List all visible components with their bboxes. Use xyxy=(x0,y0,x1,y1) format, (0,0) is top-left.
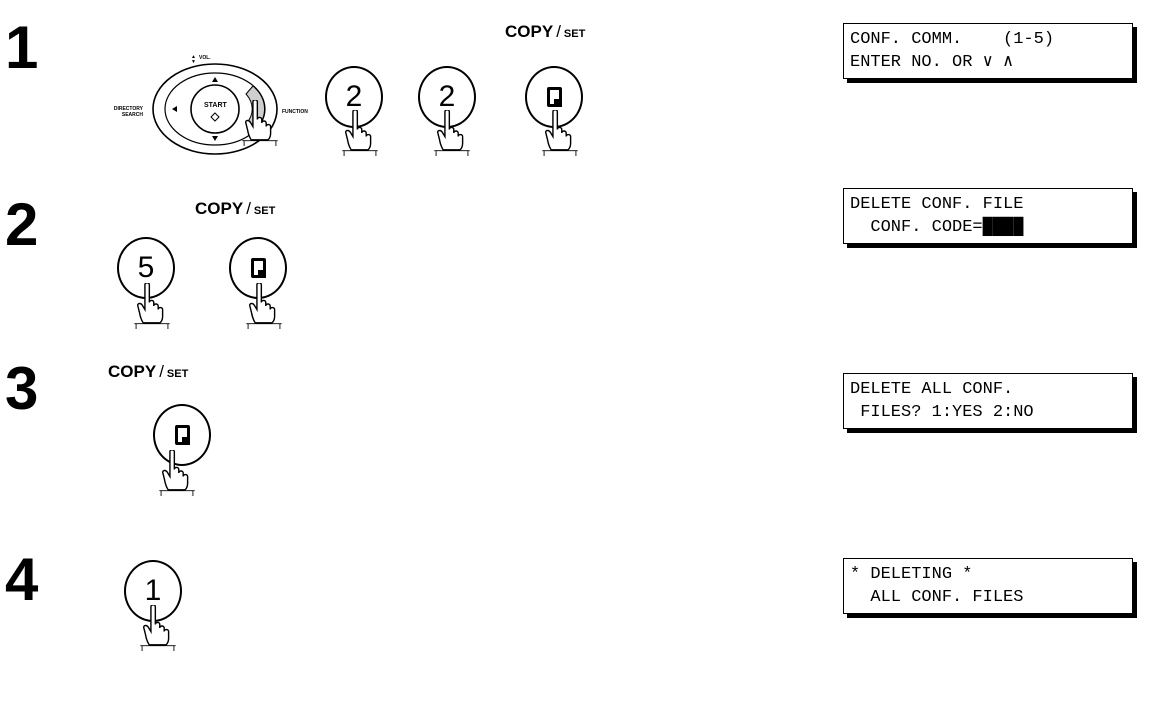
copy-set-label: COPY/SET xyxy=(108,362,188,384)
slash-label: / xyxy=(246,199,251,218)
pointing-hand-icon xyxy=(138,605,178,651)
set-label: SET xyxy=(167,368,188,380)
lcd-line-1: DELETE CONF. FILE xyxy=(850,193,1132,216)
lcd-line-2: FILES? 1:YES 2:NO xyxy=(850,401,1132,424)
pointing-hand-icon xyxy=(540,110,580,156)
copy-set-label: COPY/SET xyxy=(505,22,585,44)
pointing-hand-icon xyxy=(240,100,280,146)
step-number-1: 1 xyxy=(5,18,38,78)
step-number-4: 4 xyxy=(5,550,38,610)
pointing-hand-icon xyxy=(132,283,172,329)
lcd-line-2: ALL CONF. FILES xyxy=(850,586,1132,609)
lcd-line-1: DELETE ALL CONF. xyxy=(850,378,1132,401)
pointing-hand-icon xyxy=(340,110,380,156)
lcd-line-1: * DELETING * xyxy=(850,563,1132,586)
step-number-3: 3 xyxy=(5,359,38,419)
pointing-hand-icon xyxy=(157,450,197,496)
set-label: SET xyxy=(564,28,585,40)
lcd-display-step-1: CONF. COMM. (1-5)ENTER NO. OR ∨ ∧ xyxy=(843,23,1133,79)
copy-label: COPY xyxy=(195,199,243,218)
svg-text:▼: ▼ xyxy=(191,59,196,65)
pointing-hand-icon xyxy=(244,283,284,329)
pointing-hand-icon xyxy=(432,110,472,156)
slash-label: / xyxy=(556,22,561,41)
copy-set-key-icon xyxy=(251,258,266,278)
step-number-2: 2 xyxy=(5,195,38,255)
start-label: START xyxy=(204,103,227,109)
copy-set-key-icon xyxy=(175,425,190,445)
set-label: SET xyxy=(254,205,275,217)
copy-label: COPY xyxy=(108,362,156,381)
slash-label: / xyxy=(159,362,164,381)
volume-label: VOL. xyxy=(199,55,211,61)
copy-label: COPY xyxy=(505,22,553,41)
lcd-line-1: CONF. COMM. (1-5) xyxy=(850,28,1132,51)
lcd-display-step-4: * DELETING * ALL CONF. FILES xyxy=(843,558,1133,614)
lcd-display-step-3: DELETE ALL CONF. FILES? 1:YES 2:NO xyxy=(843,373,1133,429)
function-label: FUNCTION xyxy=(282,109,308,115)
directory-search-label: DIRECTORY SEARCH xyxy=(93,106,143,118)
lcd-line-2: CONF. CODE=████ xyxy=(850,216,1132,239)
lcd-line-2: ENTER NO. OR ∨ ∧ xyxy=(850,51,1132,74)
lcd-display-step-2: DELETE CONF. FILE CONF. CODE=████ xyxy=(843,188,1133,244)
copy-set-label: COPY/SET xyxy=(195,199,275,221)
copy-set-key-icon xyxy=(547,87,562,107)
